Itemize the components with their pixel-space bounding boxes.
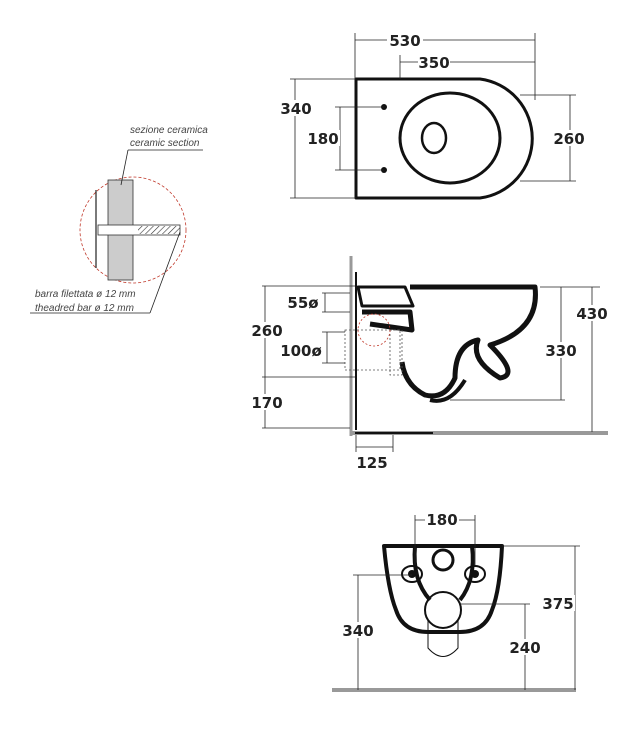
bar-label-en: theadred bar ø 12 mm <box>35 303 134 314</box>
dim-height-to-top: 340 <box>342 622 373 640</box>
dim-inlet-height: 260 <box>251 322 282 340</box>
top-view: 530 350 340 180 260 <box>279 32 586 200</box>
dim-total-height: 430 <box>576 305 607 323</box>
dim-outlet-height: 170 <box>251 394 282 412</box>
dim-fixing-spacing: 180 <box>426 511 457 529</box>
dim-depth: 350 <box>418 54 449 72</box>
front-view: 180 340 375 240 <box>332 511 580 692</box>
dim-width: 340 <box>280 100 311 118</box>
ceramic-section-detail: sezione ceramica ceramic section barra f… <box>30 125 208 314</box>
section-label-en: ceramic section <box>130 138 200 149</box>
dim-bowl-width: 260 <box>553 130 584 148</box>
dim-front-outlet-height: 240 <box>509 639 540 657</box>
section-label-it: sezione ceramica <box>130 125 208 136</box>
dim-outlet-diameter: 100ø <box>280 342 322 360</box>
side-view: 260 55ø 100ø 170 125 330 430 <box>250 256 609 472</box>
dim-bowl-depth: 330 <box>545 342 576 360</box>
bar-label-it: barra filettata ø 12 mm <box>35 289 136 300</box>
dim-length: 530 <box>389 32 420 50</box>
dim-front-total-height: 375 <box>542 595 573 613</box>
dim-outlet-projection: 125 <box>356 454 387 472</box>
dim-hole-spacing: 180 <box>307 130 338 148</box>
detail-circle <box>79 176 187 284</box>
dim-inlet-diameter: 55ø <box>287 294 318 312</box>
